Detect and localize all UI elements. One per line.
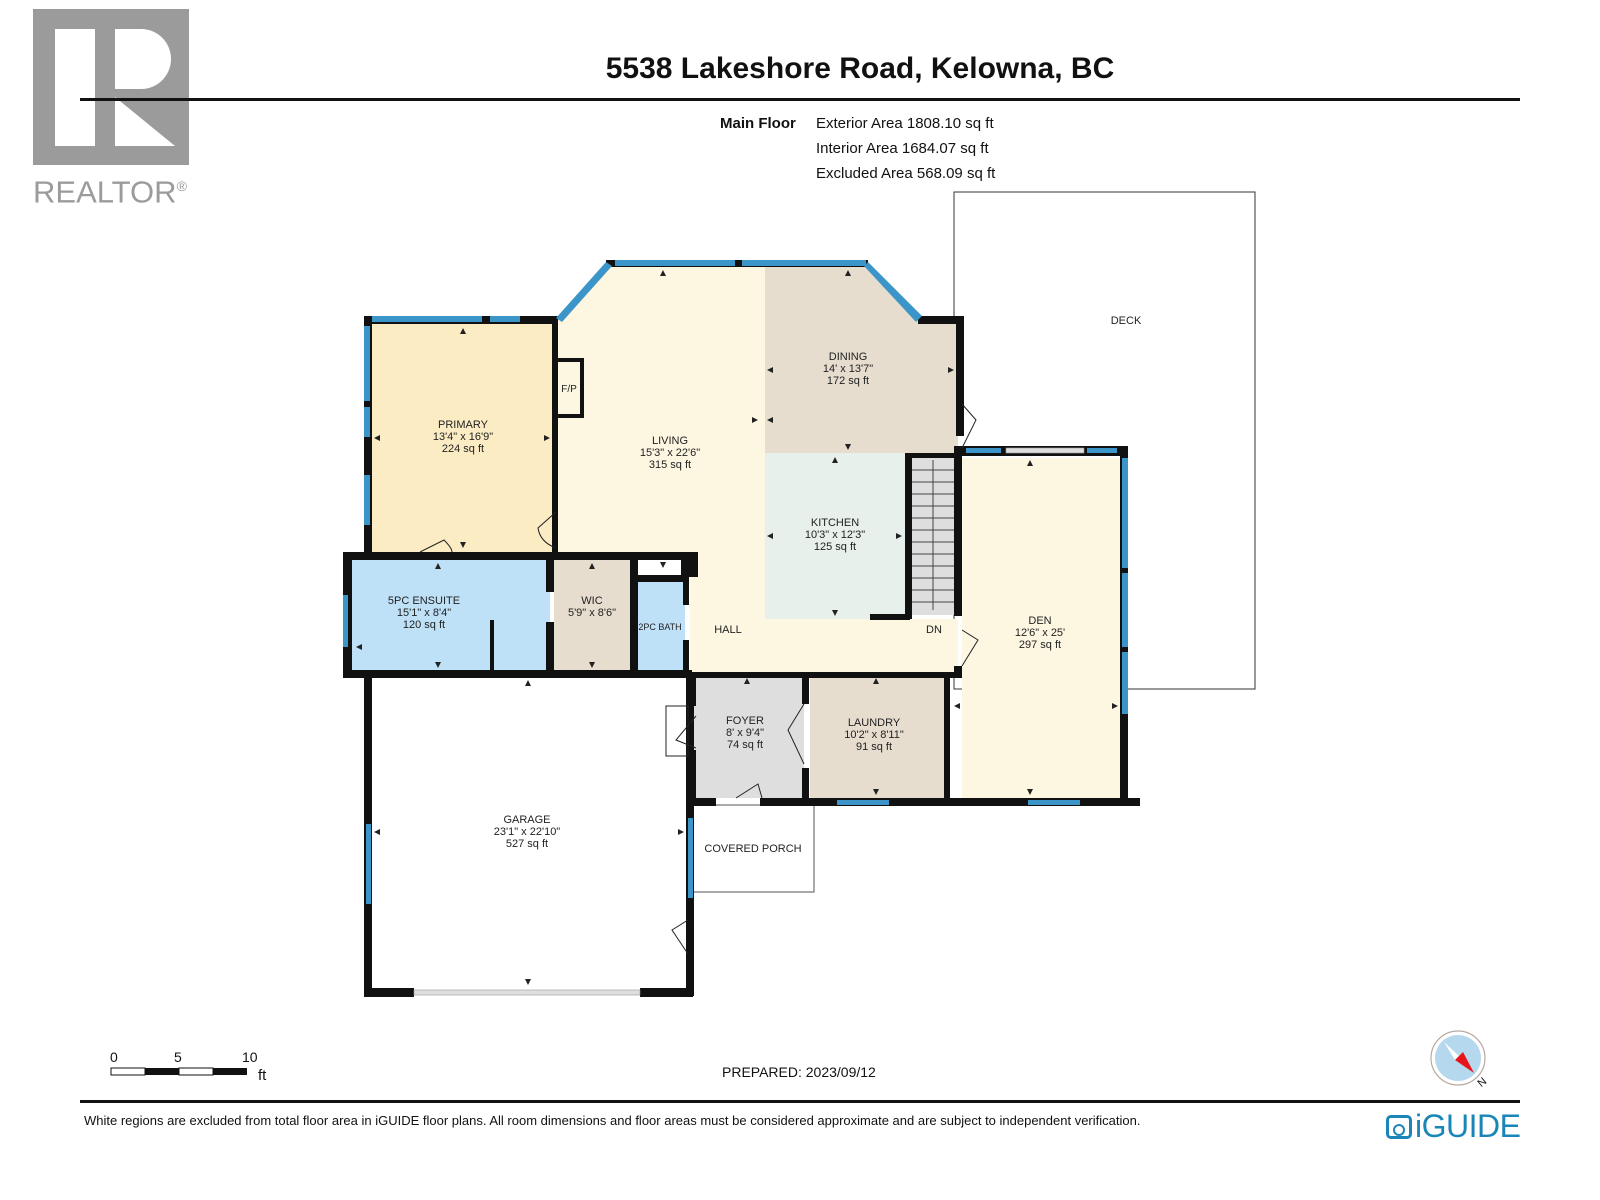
footer-divider	[80, 1100, 1520, 1103]
excluded-area: Excluded Area 568.09 sq ft	[816, 165, 996, 182]
svg-text:N: N	[1476, 1075, 1490, 1089]
realtor-logo: REALTOR®	[33, 9, 189, 209]
room-primary	[370, 324, 556, 552]
room-den	[962, 458, 1122, 798]
room-foyer	[694, 676, 804, 798]
room-ensuite	[352, 560, 550, 672]
room-wic	[554, 560, 632, 672]
prepared-date: PREPARED: 2023/09/12	[722, 1064, 876, 1080]
room-2pc-bath	[638, 582, 685, 672]
svg-text:ft: ft	[258, 1067, 267, 1084]
header-divider	[80, 98, 1520, 101]
disclaimer-text: White regions are excluded from total fl…	[84, 1113, 1141, 1128]
room-living	[556, 267, 765, 677]
page-title: 5538 Lakeshore Road, Kelowna, BC	[605, 52, 1115, 85]
iguide-logo: iGUIDE	[1386, 1108, 1521, 1145]
covered-porch-area	[691, 804, 815, 893]
floor-label: Main Floor	[720, 115, 796, 132]
scale-bar: 0 5 10 ft	[110, 1048, 280, 1093]
compass-icon: N	[1428, 1030, 1498, 1097]
room-laundry	[810, 678, 948, 798]
svg-text:10: 10	[242, 1049, 258, 1065]
label-covered-porch: COVERED PORCH	[704, 843, 801, 855]
stairs	[912, 457, 958, 615]
label-hall: HALL	[714, 624, 742, 636]
svg-text:5: 5	[174, 1049, 182, 1065]
interior-area: Interior Area 1684.07 sq ft	[816, 140, 989, 157]
iguide-camera-icon	[1386, 1115, 1412, 1139]
label-fireplace: F/P	[561, 384, 577, 395]
realtor-r-mark-icon	[33, 9, 189, 165]
realtor-wordmark: REALTOR	[33, 174, 177, 210]
room-kitchen	[765, 453, 905, 619]
label-dn: DN	[926, 624, 942, 636]
room-hall	[690, 619, 958, 677]
exterior-area: Exterior Area 1808.10 sq ft	[816, 115, 994, 132]
label-2pc-bath: 2PC BATH	[638, 622, 681, 632]
svg-text:0: 0	[110, 1049, 118, 1065]
label-deck: DECK	[1111, 315, 1142, 327]
